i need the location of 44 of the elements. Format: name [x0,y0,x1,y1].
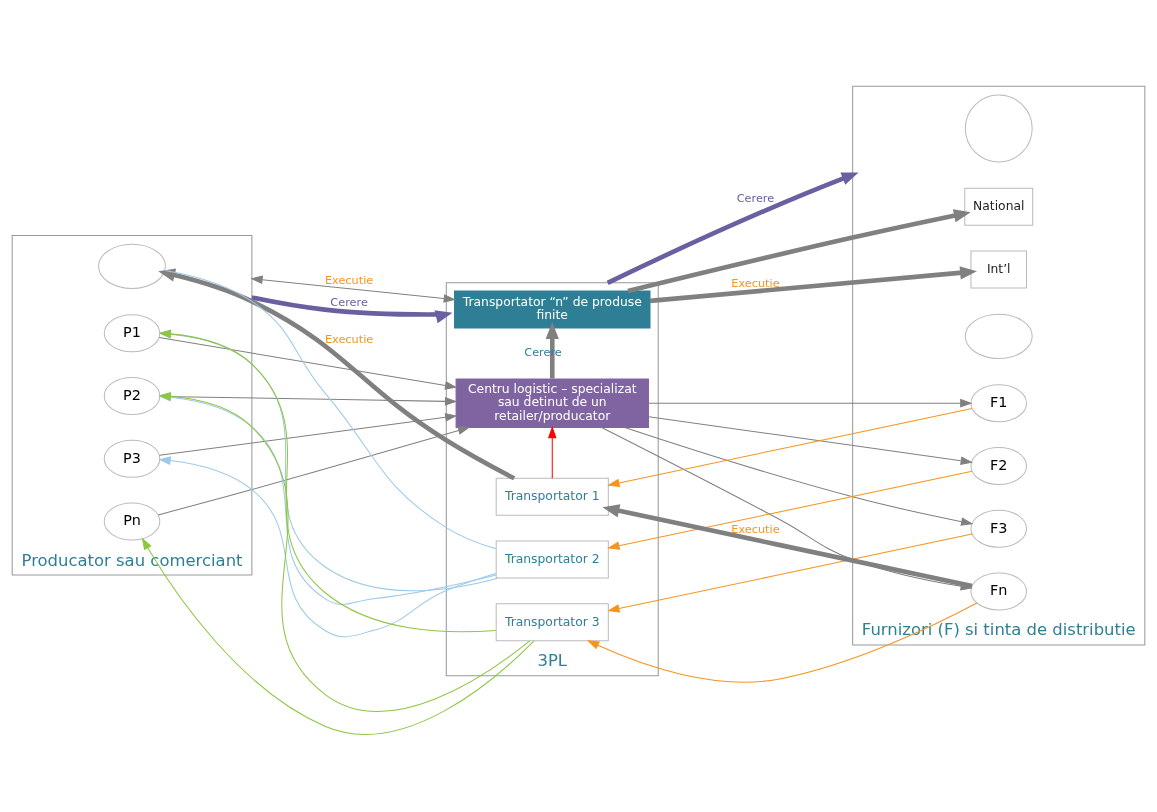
edge-label: Cerere [736,191,775,205]
node-ellipse: F2 [970,446,1028,485]
arrow [158,455,497,637]
node-ellipse: Fn [970,571,1028,610]
node-box: Transportator 3 [495,602,609,641]
arrow [607,407,973,487]
node-ellipse: P1 [103,313,161,352]
arrow [547,425,557,479]
arrow [602,503,973,588]
arrow [251,294,453,323]
connector [164,269,497,549]
arrow [648,415,973,465]
arrow [624,426,974,526]
node-box: Transportator 2 [495,540,609,579]
arrow [141,537,535,735]
arrow [606,171,859,285]
node-ellipse [98,243,166,289]
node-circle [964,94,1033,162]
node-box: Transportator “n” de produse finite [454,290,651,329]
arrow [157,425,471,515]
node-ellipse [964,313,1033,359]
node-ellipse: F3 [970,509,1028,548]
node-box: Int’l [970,249,1028,288]
node-ellipse: P3 [103,439,161,478]
arrow [648,398,973,408]
node-box: National [964,187,1034,226]
node-box: Transportator 1 [495,477,609,516]
arrow [545,321,559,379]
arrow [627,208,971,293]
node-ellipse: P2 [103,376,161,415]
node-ellipse: Pn [103,501,161,541]
edge-label: Executie [731,276,780,290]
arrow [250,274,456,303]
arrow [159,412,458,456]
arrow [586,601,978,683]
arrow [158,336,458,390]
arrow [649,265,977,303]
edge-label: Cerere [330,295,368,309]
edge-label: Executie [324,273,374,287]
edge-label: Executie [324,332,374,346]
arrow [607,470,973,550]
node-box: Centru logistic – specializat sau detinut de un retailer/producator [455,378,649,428]
edge-label: Executie [731,522,780,536]
node-ellipse: F1 [970,383,1028,422]
